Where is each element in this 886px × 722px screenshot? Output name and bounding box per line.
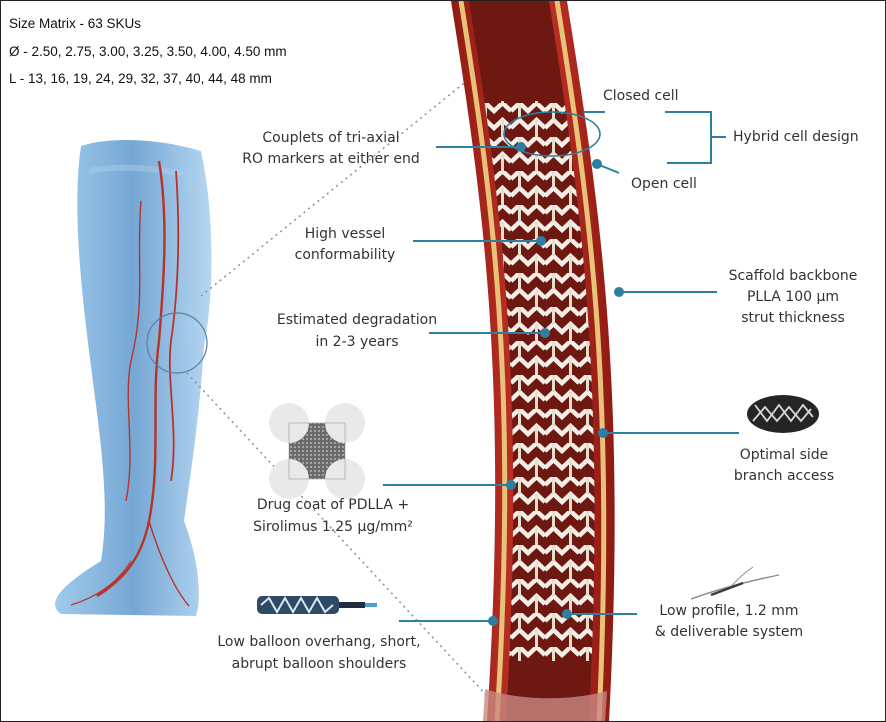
leg-illustration <box>55 140 211 616</box>
label-low-profile-2: & deliverable system <box>629 621 829 643</box>
label-drug-coat-1: Drug coat of PDLLA + <box>221 494 445 516</box>
label-low-profile-1: Low profile, 1.2 mm <box>629 600 829 622</box>
label-side-branch-1: Optimal side <box>711 444 857 466</box>
size-matrix-lengths: L - 13, 16, 19, 24, 29, 32, 37, 40, 44, … <box>9 70 272 88</box>
label-closed-cell: Closed cell <box>603 85 679 107</box>
label-conformability-2: conformability <box>277 244 413 266</box>
label-ro-markers-1: Couplets of tri-axial <box>223 127 439 149</box>
balloon-catheter-thumbnail <box>257 596 377 614</box>
label-drug-coat-2: Sirolimus 1.25 μg/mm² <box>221 516 445 538</box>
side-branch-thumbnail <box>747 395 819 433</box>
label-balloon-2: abrupt balloon shoulders <box>187 653 451 675</box>
delivery-system-thumbnail <box>691 567 779 599</box>
label-backbone-1: Scaffold backbone <box>715 265 871 287</box>
label-open-cell: Open cell <box>631 173 697 195</box>
label-balloon-1: Low balloon overhang, short, <box>187 631 451 653</box>
label-backbone-3: strut thickness <box>715 307 871 329</box>
label-backbone-2: PLLA 100 μm <box>715 286 871 308</box>
size-matrix-diameters: Ø - 2.50, 2.75, 3.00, 3.25, 3.50, 4.00, … <box>9 43 287 61</box>
label-ro-markers-2: RO markers at either end <box>223 148 439 170</box>
drug-coat-thumbnail <box>269 403 365 499</box>
size-matrix-title: Size Matrix - 63 SKUs <box>9 15 141 33</box>
label-degradation-1: Estimated degradation <box>255 309 459 331</box>
label-degradation-2: in 2-3 years <box>255 331 459 353</box>
label-hybrid-cell: Hybrid cell design <box>733 126 859 148</box>
label-side-branch-2: branch access <box>711 465 857 487</box>
label-conformability-1: High vessel <box>277 223 413 245</box>
